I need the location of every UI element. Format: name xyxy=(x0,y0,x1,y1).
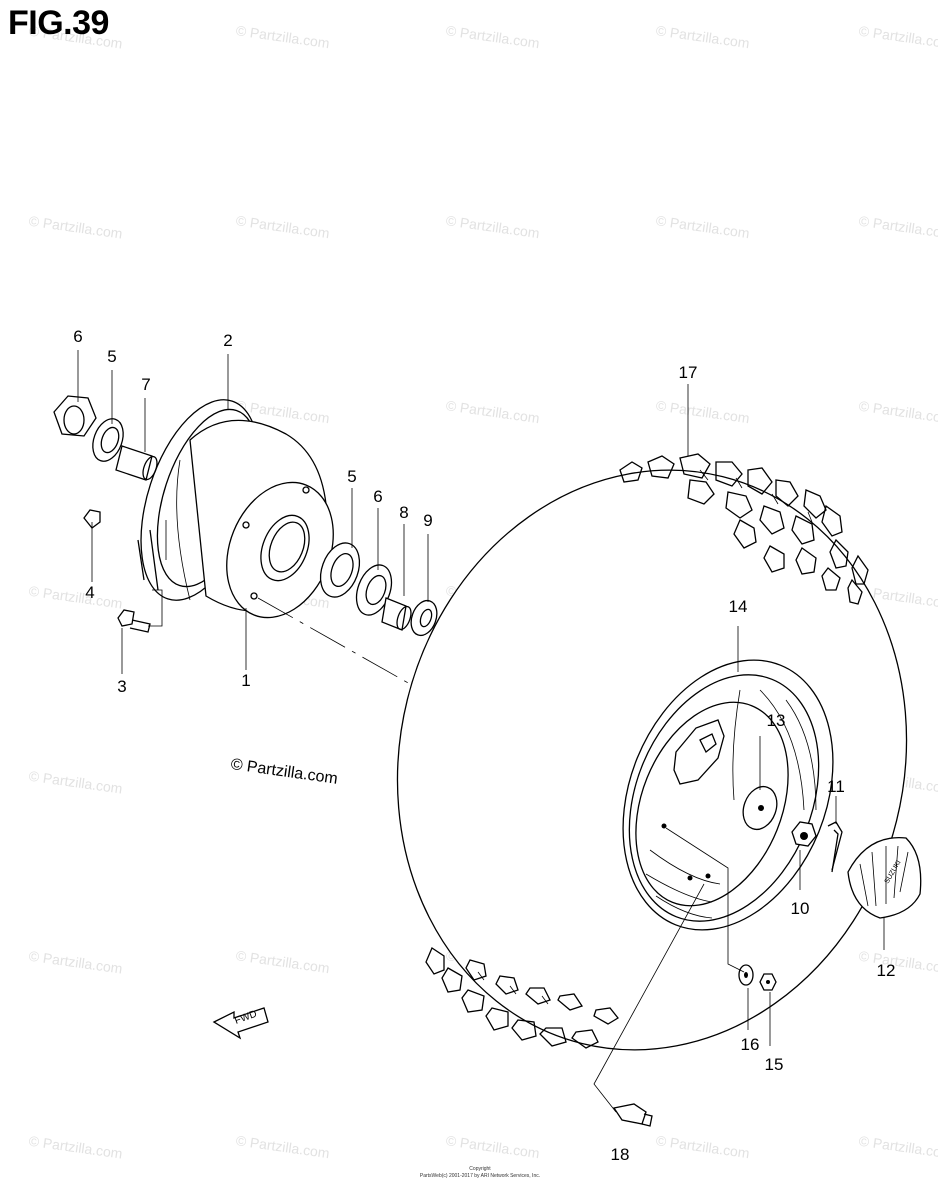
watermark-text: © Partzilla.com xyxy=(235,22,331,51)
watermark-text: © Partzilla.com xyxy=(655,212,751,241)
copyright-footer: Copyright PartsWeb(c) 2001-2017 by ARI N… xyxy=(380,1166,580,1180)
figure-title: FIG.39 xyxy=(8,4,109,42)
watermark-text: © Partzilla.com xyxy=(858,23,938,52)
watermark-text: © Partzilla.com xyxy=(655,397,751,426)
watermark-text: © Partzilla.com xyxy=(858,948,938,977)
callout-3: 3 xyxy=(117,677,126,696)
watermark-text: © Partzilla.com xyxy=(655,1132,751,1161)
nut-6-top xyxy=(53,395,97,437)
watermark-text: © Partzilla.com xyxy=(858,213,938,242)
callout-1: 1 xyxy=(241,671,250,690)
watermark-text: © Partzilla.com xyxy=(445,397,541,426)
callout-2: 2 xyxy=(223,331,232,350)
callout-7: 7 xyxy=(141,375,150,394)
callout-11: 11 xyxy=(827,777,845,796)
bolt-4 xyxy=(83,509,101,529)
callout-5: 5 xyxy=(347,467,356,486)
watermark-text: © Partzilla.com xyxy=(28,583,124,612)
watermark-text: © Partzilla.com xyxy=(235,947,331,976)
nut-10 xyxy=(791,821,817,847)
hub-cap: SUZUKI xyxy=(847,836,922,919)
bearing-5-right xyxy=(319,542,361,598)
callout-18: 18 xyxy=(611,1145,630,1164)
seal-6-right xyxy=(355,564,393,616)
spacer-7 xyxy=(115,445,158,481)
callout-15: 15 xyxy=(765,1055,784,1074)
bearing-5-top xyxy=(92,418,124,462)
copyright-line-1: Copyright xyxy=(469,1166,491,1172)
copyright-line-2: PartsWeb(c) 2001-2017 by ARI Network Ser… xyxy=(419,1173,541,1179)
watermark-text: © Partzilla.com xyxy=(858,398,938,427)
bolt-3 xyxy=(117,609,151,633)
watermark-text: © Partzilla.com xyxy=(445,1132,541,1161)
tire-tread-bottom xyxy=(425,947,619,1049)
tire-tread-top xyxy=(619,453,869,605)
callout-16: 16 xyxy=(741,1035,760,1054)
watermark-text: © Partzilla.com xyxy=(28,213,124,242)
nut-15 xyxy=(759,973,777,991)
hub-assembly xyxy=(137,399,334,619)
watermark-text: © Partzilla.com xyxy=(28,1133,124,1162)
callouts: 6 5 7 2 4 3 1 5 6 8 9 17 14 13 11 10 12 … xyxy=(73,327,895,1164)
watermark-text: © Partzilla.com xyxy=(445,22,541,51)
callout-6: 6 xyxy=(373,487,382,506)
washer-9 xyxy=(410,599,438,637)
watermark-text: © Partzilla.com xyxy=(858,1133,938,1162)
callout-10: 10 xyxy=(791,899,810,918)
watermark-text: © Partzilla.com xyxy=(445,212,541,241)
watermark-text: © Partzilla.com xyxy=(235,212,331,241)
watermark-text: © Partzilla.com xyxy=(235,1132,331,1161)
callout-9: 9 xyxy=(423,511,432,530)
watermark-text: © Partzilla.com xyxy=(655,22,751,51)
callout-6: 6 xyxy=(73,327,82,346)
collar-8 xyxy=(381,597,412,631)
watermark-text: © Partzilla.com xyxy=(28,768,124,797)
callout-14: 14 xyxy=(729,597,748,616)
washer-16 xyxy=(738,964,754,986)
callout-12: 12 xyxy=(877,961,896,980)
hub-disk xyxy=(742,785,778,831)
callout-4: 4 xyxy=(85,583,94,602)
fwd-arrow-icon: FWD xyxy=(212,1007,269,1040)
watermark-text: © Partzilla.com xyxy=(28,948,124,977)
callout-8: 8 xyxy=(399,503,408,522)
cotter-pin xyxy=(827,821,843,873)
callout-17: 17 xyxy=(679,363,698,382)
callout-5: 5 xyxy=(107,347,116,366)
callout-13: 13 xyxy=(767,711,786,730)
valve-stem xyxy=(612,1103,653,1127)
leader-lines xyxy=(77,350,885,1113)
